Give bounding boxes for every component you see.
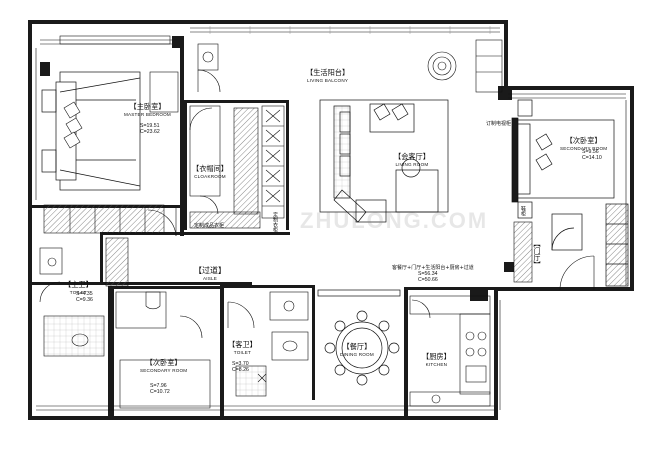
master-bed: [41, 71, 141, 191]
label-kitchen: 【厨房】 KITCHEN: [422, 346, 451, 368]
label-aisle: 【过道】 AISLE: [194, 260, 226, 282]
combined-area-title: 客餐厅+门厅+生活阳台+厨房+过道: [392, 265, 474, 271]
guest-toilet-cn: 【客卫】: [228, 340, 257, 349]
label-living-balcony: 【生活阳台】 LIVING BALCONY: [306, 62, 349, 84]
secondary-bedroom-bottom-furniture: [115, 291, 211, 409]
cloak-shelf-note: 定制成品衣柜: [194, 223, 225, 229]
dining-room-cn: 【餐厅】: [342, 342, 372, 351]
master-bedroom-en: MASTER BEDROOM: [124, 111, 171, 117]
hall-cabinet-note: 鞋柜: [520, 206, 526, 216]
secondary-bottom-en: SECONDARY ROOM: [140, 367, 188, 373]
guest-toilet-fixtures: [227, 291, 309, 397]
label-cloakroom: 【衣帽间】 CLOAKROOM: [192, 158, 228, 180]
kitchen-en: KITCHEN: [425, 361, 448, 367]
aisle-cn: 【过道】: [194, 266, 226, 275]
living-room-cn: 【会客厅】: [394, 152, 430, 161]
master-wardrobe: [43, 71, 179, 237]
window-lines: [35, 27, 627, 411]
master-toilet-fixtures: [39, 247, 105, 357]
secondary-right-en: SECONDARY ROOM: [560, 145, 608, 151]
living-room-en: LIVING ROOM: [395, 161, 429, 167]
master-bedroom-cn: 【主卧室】: [129, 102, 166, 111]
watermark-text: ZHULONG.COM: [300, 208, 489, 233]
cloak-side-note: 定制衣柜: [272, 212, 278, 232]
label-secondary-bedroom-right: 【次卧室】 SECONDARY ROOM: [560, 130, 607, 152]
balcony-features: [197, 39, 503, 93]
kitchen-counters: [409, 295, 491, 407]
label-guest-toilet: 【客卫】 TOILET: [228, 334, 257, 356]
aisle-en: AISLE: [202, 275, 218, 281]
label-master-toilet: 【主卫】 TOILET: [64, 274, 93, 296]
label-living-room: 【会客厅】 LIVING ROOM: [394, 146, 430, 168]
outer-walls: [28, 20, 634, 420]
living-balcony-cn: 【生活阳台】: [306, 68, 350, 77]
living-balcony-en: LIVING BALCONY: [307, 77, 349, 83]
label-secondary-bedroom-bottom: 【次卧室】 SECONDARY ROOM: [140, 352, 187, 374]
label-entrance: 【门厅】: [533, 240, 541, 268]
cloakroom-shelves: [189, 105, 285, 229]
secondary-bed-right: [511, 99, 629, 287]
inner-walls: [32, 36, 514, 417]
living-sofa-set: [319, 99, 449, 223]
label-dining-room: 【餐厅】 DINING ROOM: [340, 336, 374, 358]
balcony-grid: [209, 26, 491, 34]
aisle-cabinet: [105, 237, 129, 287]
kitchen-cn: 【厨房】: [422, 352, 451, 361]
master-toilet-en: TOILET: [69, 289, 87, 295]
guest-toilet-en: TOILET: [233, 349, 251, 355]
master-toilet-cn: 【主卫】: [64, 280, 93, 289]
dining-room-en: DINING ROOM: [340, 351, 374, 357]
secondary-bottom-cn: 【次卧室】: [145, 358, 182, 367]
cloakroom-cn: 【衣帽间】: [192, 164, 228, 173]
master-bed-pillows: [63, 101, 83, 149]
balcony-cabinet-note: 订制电视柜: [486, 121, 512, 127]
cloakroom-en: CLOAKROOM: [194, 173, 226, 179]
secondary-right-cn: 【次卧室】: [565, 136, 602, 145]
dining-table: [317, 289, 401, 386]
label-master-bedroom: 【主卧室】 MASTER BEDROOM: [124, 96, 171, 118]
entrance-door: [513, 221, 595, 291]
